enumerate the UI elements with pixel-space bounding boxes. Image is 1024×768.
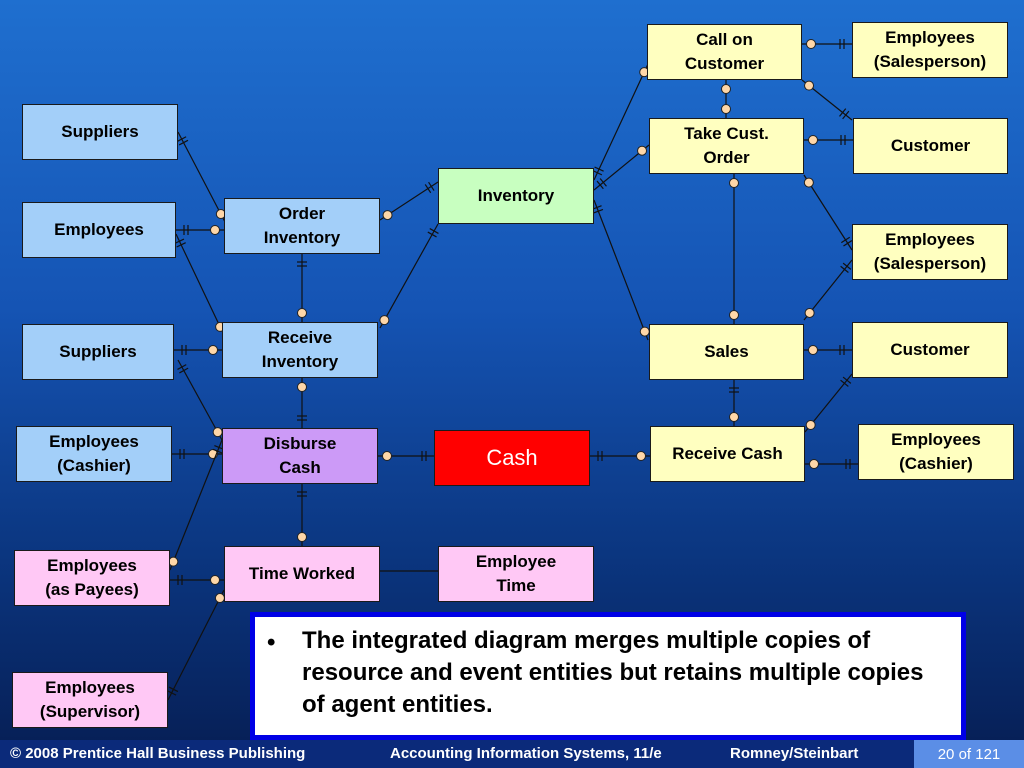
cardinality-circle <box>806 39 816 49</box>
footer-copyright: © 2008 Prentice Hall Business Publishing <box>10 745 306 762</box>
entity-receive-inventory: Receive Inventory <box>222 322 378 378</box>
entity-take-cust-order: Take Cust. Order <box>649 118 804 174</box>
cardinality-circle <box>729 310 739 320</box>
cardinality-circle <box>721 84 731 94</box>
entity-disburse-cash: Disburse Cash <box>222 428 378 484</box>
relationship-line <box>593 199 649 341</box>
cardinality-bar <box>212 448 223 454</box>
cardinality-bar <box>429 228 439 234</box>
cardinality-bar <box>842 376 852 384</box>
relationship-line <box>803 174 853 251</box>
cardinality-circle <box>636 451 646 461</box>
cardinality-bar <box>174 238 185 244</box>
entity-order-inventory: Order Inventory <box>224 198 380 254</box>
cardinality-bar <box>176 242 186 248</box>
entity-inventory: Inventory <box>438 168 594 224</box>
footer-course-title: Accounting Information Systems, 11/e <box>390 745 662 762</box>
cardinality-bar <box>596 180 604 190</box>
cardinality-circle <box>297 308 307 318</box>
cardinality-bar <box>840 236 851 244</box>
entity-suppliers-1: Suppliers <box>22 104 178 160</box>
entity-employees-supervisor: Employees (Supervisor) <box>12 672 168 728</box>
cardinality-circle <box>639 326 650 337</box>
cardinality-bar <box>177 364 187 370</box>
cardinality-circle <box>637 145 648 156</box>
relationship-line <box>379 223 439 329</box>
cardinality-circle <box>804 80 815 91</box>
cardinality-circle <box>379 315 390 326</box>
entity-sales: Sales <box>649 324 804 380</box>
cardinality-bar <box>599 178 607 187</box>
cardinality-bar <box>843 240 853 247</box>
entity-employees-1: Employees <box>22 202 176 258</box>
relationship-line <box>177 131 226 223</box>
cardinality-bar <box>428 181 435 191</box>
entity-employees-cashier-right: Employees (Cashier) <box>858 424 1014 480</box>
cardinality-bar <box>842 262 852 270</box>
entity-employees-salesperson-1: Employees (Salesperson) <box>852 22 1008 78</box>
cardinality-circle <box>805 420 816 431</box>
cardinality-circle <box>297 382 307 392</box>
entity-time-worked: Time Worked <box>224 546 380 602</box>
entity-suppliers-2: Suppliers <box>22 324 174 380</box>
entity-employees-payees: Employees (as Payees) <box>14 550 170 606</box>
cardinality-bar <box>178 139 189 146</box>
cardinality-bar <box>842 110 850 120</box>
footer-authors: Romney/Steinbart <box>730 745 859 762</box>
cardinality-circle <box>210 225 220 235</box>
cardinality-bar <box>168 686 179 693</box>
cardinality-circle <box>382 451 392 461</box>
cardinality-circle <box>809 459 819 469</box>
cardinality-circle <box>382 210 393 221</box>
cardinality-bar <box>594 166 604 172</box>
cardinality-bar <box>427 231 437 238</box>
cardinality-circle <box>729 178 739 188</box>
cardinality-bar <box>176 136 187 142</box>
cardinality-circle <box>729 412 739 422</box>
entity-customer-1: Customer <box>853 118 1008 174</box>
entity-cash: Cash <box>434 430 590 486</box>
entity-employees-salesperson-2: Employees (Salesperson) <box>852 224 1008 280</box>
cardinality-circle <box>804 307 815 318</box>
cardinality-circle <box>297 532 307 542</box>
cardinality-circle <box>721 104 731 114</box>
relationship-line <box>177 359 223 441</box>
cardinality-bar <box>179 367 189 374</box>
relationship-line <box>593 63 649 181</box>
cardinality-bar <box>424 184 432 194</box>
cardinality-bar <box>840 379 849 387</box>
cardinality-bar <box>592 170 603 176</box>
footer-bar: © 2008 Prentice Hall Business Publishing… <box>0 740 1024 768</box>
cardinality-circle <box>210 575 220 585</box>
cardinality-circle <box>208 345 218 355</box>
entity-employees-cashier-left: Employees (Cashier) <box>16 426 172 482</box>
relationship-line <box>167 589 225 701</box>
relationship-line <box>169 439 223 571</box>
cardinality-bar <box>839 108 847 117</box>
entity-customer-2: Customer <box>852 322 1008 378</box>
cardinality-circle <box>808 345 818 355</box>
cardinality-bar <box>593 208 604 214</box>
note-box: • The integrated diagram merges multiple… <box>250 612 966 740</box>
cardinality-circle <box>808 135 818 145</box>
cardinality-bar <box>166 690 177 696</box>
entity-call-on-customer: Call on Customer <box>647 24 802 80</box>
relationship-line <box>175 233 225 336</box>
page-number: 20 of 121 <box>914 740 1024 768</box>
entity-employee-time: Employee Time <box>438 546 594 602</box>
cardinality-circle <box>168 556 179 567</box>
note-text: The integrated diagram merges multiple c… <box>302 627 924 718</box>
cardinality-bar <box>840 265 849 273</box>
cardinality-circle <box>212 427 223 438</box>
entity-receive-cash: Receive Cash <box>650 426 805 482</box>
cardinality-circle <box>803 177 814 188</box>
bullet-marker: • <box>267 629 276 656</box>
